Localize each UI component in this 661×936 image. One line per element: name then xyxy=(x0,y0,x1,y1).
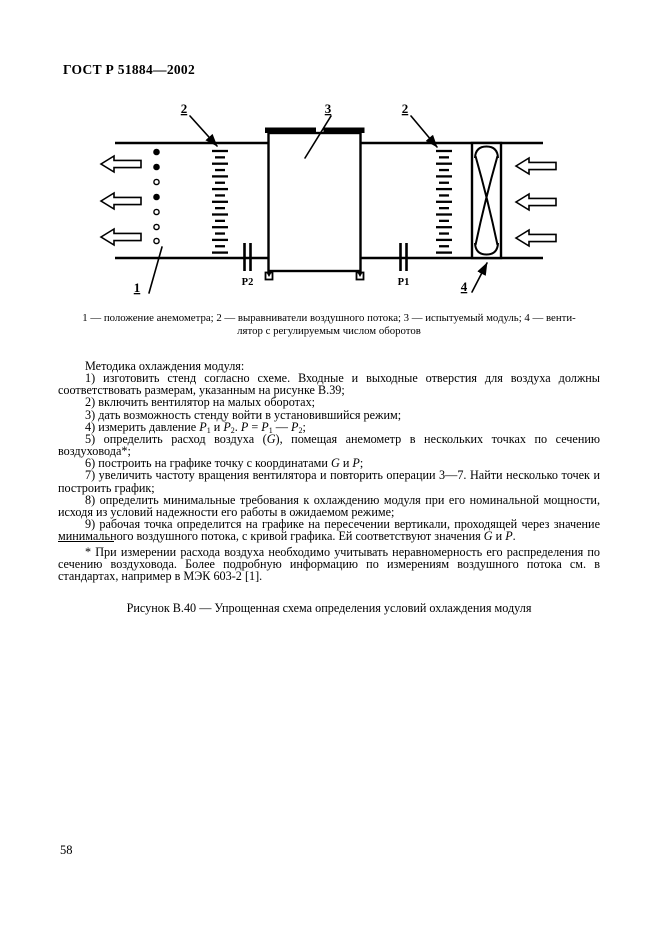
figure-legend: 1 — положение анемометра; 2 — выравниват… xyxy=(58,312,600,338)
standard-number: ГОСТ Р 51884—2002 xyxy=(63,62,196,77)
method-text: Методика охлаждения модуля: 1) изготовит… xyxy=(58,359,600,544)
module-top-bar-left xyxy=(265,127,316,133)
callout-1-anemometer: 1 xyxy=(134,280,141,295)
p2-label: P2 xyxy=(242,277,254,288)
flow-straightener-left xyxy=(212,149,228,254)
callout-3-module: 3 xyxy=(325,101,332,116)
method-step-7: 7) увеличить частоту вращения вентилятор… xyxy=(58,468,600,495)
method-step-4: 4) измерить давление P1 и P2. P = P1 — P… xyxy=(85,419,306,435)
callout-2-left: 2 xyxy=(181,101,188,116)
outflow-arrows xyxy=(99,154,142,247)
flow-straightener-right xyxy=(436,149,452,254)
pressure-tap-p2: P2 xyxy=(242,243,254,288)
method-step-3: 3) дать возможность стенду войти в устан… xyxy=(85,407,402,422)
method-step-9: 9) рабочая точка определится на графике … xyxy=(58,517,600,544)
method-step-8: 8) определить минимальные требования к о… xyxy=(58,492,600,519)
footnote-separator xyxy=(58,541,114,542)
method-step-6: 6) построить на графике точку с координа… xyxy=(85,456,364,471)
footnote: * При измерении расхода воздуха необходи… xyxy=(58,545,600,584)
module-feet xyxy=(264,271,365,281)
module-under-test xyxy=(264,127,365,281)
fan xyxy=(470,141,503,260)
method-intro: Методика охлаждения модуля: xyxy=(85,359,245,373)
method-step-1: 1) изготовить стенд согласно схеме. Вход… xyxy=(58,371,600,398)
figure-caption: Рисунок В.40 — Упрощенная схема определе… xyxy=(126,601,532,615)
method-step-2: 2) включить вентилятор на малых оборотах… xyxy=(85,395,316,410)
callout-4-fan: 4 xyxy=(461,279,468,294)
page-number: 58 xyxy=(60,843,73,857)
method-step-5: 5) определить расход воздуха (G), помеща… xyxy=(58,431,600,459)
figure-legend-line1: 1 — положение анемометра; 2 — выравниват… xyxy=(82,312,576,324)
anemometer-points xyxy=(153,148,160,245)
callouts: 2 3 2 1 4 xyxy=(134,101,488,295)
module-top-bar-right xyxy=(323,127,365,133)
p1-label: P1 xyxy=(398,277,410,288)
callout-2-right: 2 xyxy=(402,101,409,116)
pressure-tap-p1: P1 xyxy=(398,243,410,288)
figure-legend-line2: лятор с регулируемым числом оборотов xyxy=(237,325,421,337)
cooling-scheme-diagram: P2 P1 xyxy=(99,101,557,295)
inflow-arrows xyxy=(514,156,557,248)
